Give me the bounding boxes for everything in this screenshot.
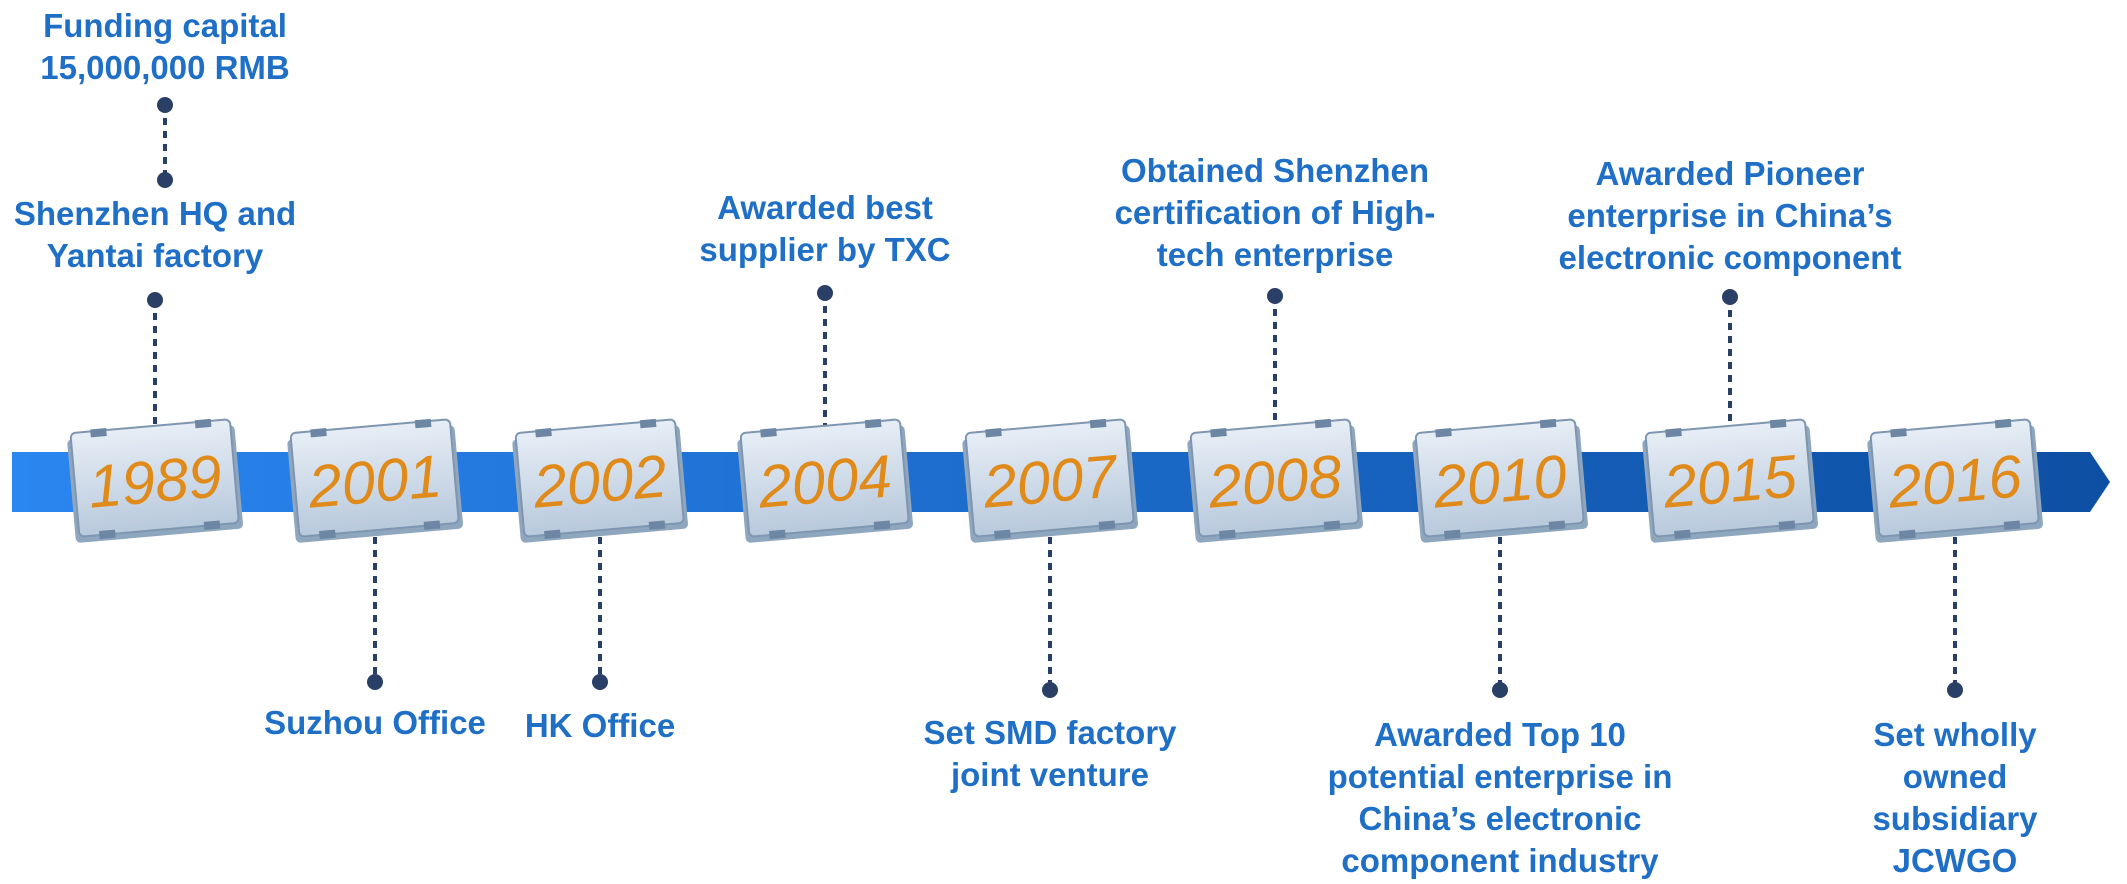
year-label: 2004 <box>755 442 895 520</box>
milestone-label: Shenzhen HQ and Yantai factory <box>13 195 297 274</box>
connector-dot <box>157 172 173 188</box>
milestone-label: Awarded best supplier by TXC <box>699 189 951 268</box>
year-label: 2015 <box>1660 442 1800 521</box>
milestone-label: Awarded Top 10 potential enterprise in C… <box>1327 716 1673 879</box>
milestone-label: Funding capital 15,000,000 RMB <box>40 7 290 86</box>
connector-dot <box>1947 682 1963 698</box>
year-chip: 2007 <box>962 418 1138 543</box>
year-chip: 2010 <box>1412 418 1588 543</box>
year-chip: 2002 <box>512 418 688 543</box>
milestone-label: Set SMD factory joint venture <box>923 714 1177 793</box>
year-label: 2008 <box>1205 442 1345 521</box>
year-label: 2002 <box>530 442 670 520</box>
year-chip: 2015 <box>1642 418 1818 543</box>
connector-dot <box>1722 289 1738 305</box>
connector-dot <box>1492 682 1508 698</box>
year-chip: 2001 <box>287 418 463 543</box>
year-label: 2001 <box>305 442 445 520</box>
year-chip: 2008 <box>1187 418 1363 543</box>
year-label: 2010 <box>1430 442 1570 520</box>
year-chip: 2004 <box>737 418 913 543</box>
connector-dot <box>817 285 833 301</box>
milestone-label: Awarded Pioneer enterprise in China’s el… <box>1558 155 1902 276</box>
year-label: 1989 <box>86 442 225 520</box>
milestone-label: Suzhou Office <box>264 704 486 741</box>
year-chip: 2016 <box>1867 418 2043 543</box>
year-label: 2007 <box>980 442 1122 521</box>
year-chip: 1989 <box>67 418 243 543</box>
connector-dot <box>367 674 383 690</box>
connector-dot <box>147 292 163 308</box>
milestone-label: Obtained Shenzhen certification of High-… <box>1114 152 1436 273</box>
year-label: 2016 <box>1885 442 2025 521</box>
milestone-label: HK Office <box>524 707 676 744</box>
connector-dot <box>1042 682 1058 698</box>
milestone-label: Set wholly owned subsidiary JCWGO <box>1872 716 2038 879</box>
connector-dot <box>157 97 173 113</box>
connector-dot <box>1267 288 1283 304</box>
connector-dot <box>592 674 608 690</box>
